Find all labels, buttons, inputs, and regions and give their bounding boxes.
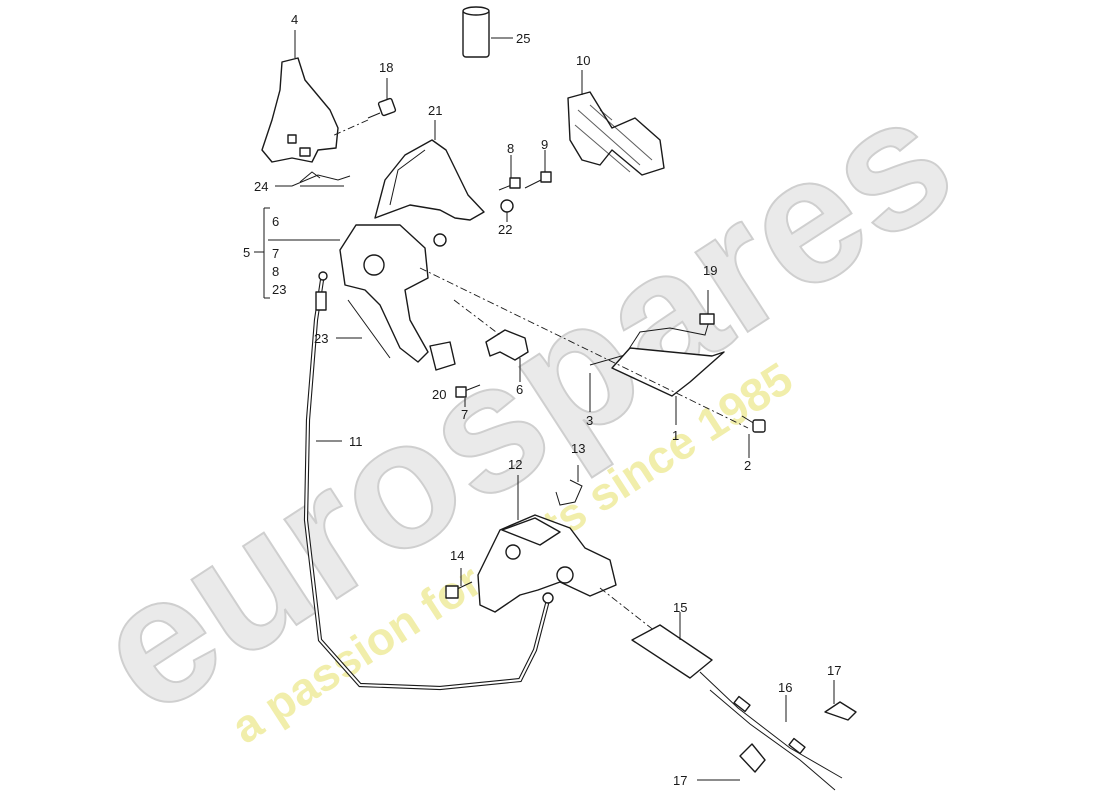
clip-icon: [275, 171, 351, 187]
callout-22: 22: [498, 222, 512, 237]
clip-icon: [453, 299, 529, 407]
bolt-icon: [498, 150, 552, 222]
callout-13: 13: [571, 441, 585, 456]
callout-5: 5: [243, 245, 250, 260]
callout-6: 6: [516, 382, 523, 397]
bracket-5-legend: [254, 185, 362, 339]
pedal-icon: [567, 70, 665, 176]
callout-7-legend: 7: [272, 246, 279, 261]
callout-14: 14: [450, 548, 464, 563]
watermark-brand: eurospares: [62, 56, 985, 753]
cable-icon: [419, 267, 749, 429]
bolt-icon: [741, 415, 766, 458]
callout-7: 7: [461, 407, 468, 422]
callout-23-legend: 23: [272, 282, 286, 297]
watermark: eurospares a passion for parts since 198…: [61, 55, 986, 754]
callout-3: 3: [586, 413, 593, 428]
callout-15: 15: [673, 600, 687, 615]
sleeve-icon: [462, 6, 513, 58]
callout-21: 21: [428, 103, 442, 118]
guide-icon: [445, 465, 617, 613]
bolt-icon: [331, 78, 397, 137]
callout-6-legend: 6: [272, 214, 279, 229]
bracket-icon: [261, 30, 339, 163]
callout-9: 9: [541, 137, 548, 152]
callout-2: 2: [744, 458, 751, 473]
callout-20: 20: [432, 387, 446, 402]
callout-11: 11: [349, 434, 363, 449]
cable-icon: [699, 671, 843, 791]
callout-8: 8: [507, 141, 514, 156]
guide-icon: [599, 587, 713, 679]
callout-23: 23: [314, 331, 328, 346]
callout-10: 10: [576, 53, 590, 68]
callout-12: 12: [508, 457, 522, 472]
callout-25: 25: [516, 31, 530, 46]
callout-19: 19: [703, 263, 717, 278]
callout-1: 1: [672, 428, 679, 443]
callout-17: 17: [827, 663, 841, 678]
callout-8-legend: 8: [272, 264, 279, 279]
callout-18: 18: [379, 60, 393, 75]
cover-icon: [374, 120, 485, 221]
clip-icon: [697, 680, 857, 781]
callout-24: 24: [254, 179, 268, 194]
callouts: 25 4 18 10 21 8 9 24 22 6 5 7 8 23 19 23…: [243, 12, 841, 788]
callout-17b: 17: [673, 773, 687, 788]
cable-icon: [303, 271, 554, 691]
callout-16: 16: [778, 680, 792, 695]
pedal-icon: [268, 224, 456, 371]
callout-4: 4: [291, 12, 298, 27]
